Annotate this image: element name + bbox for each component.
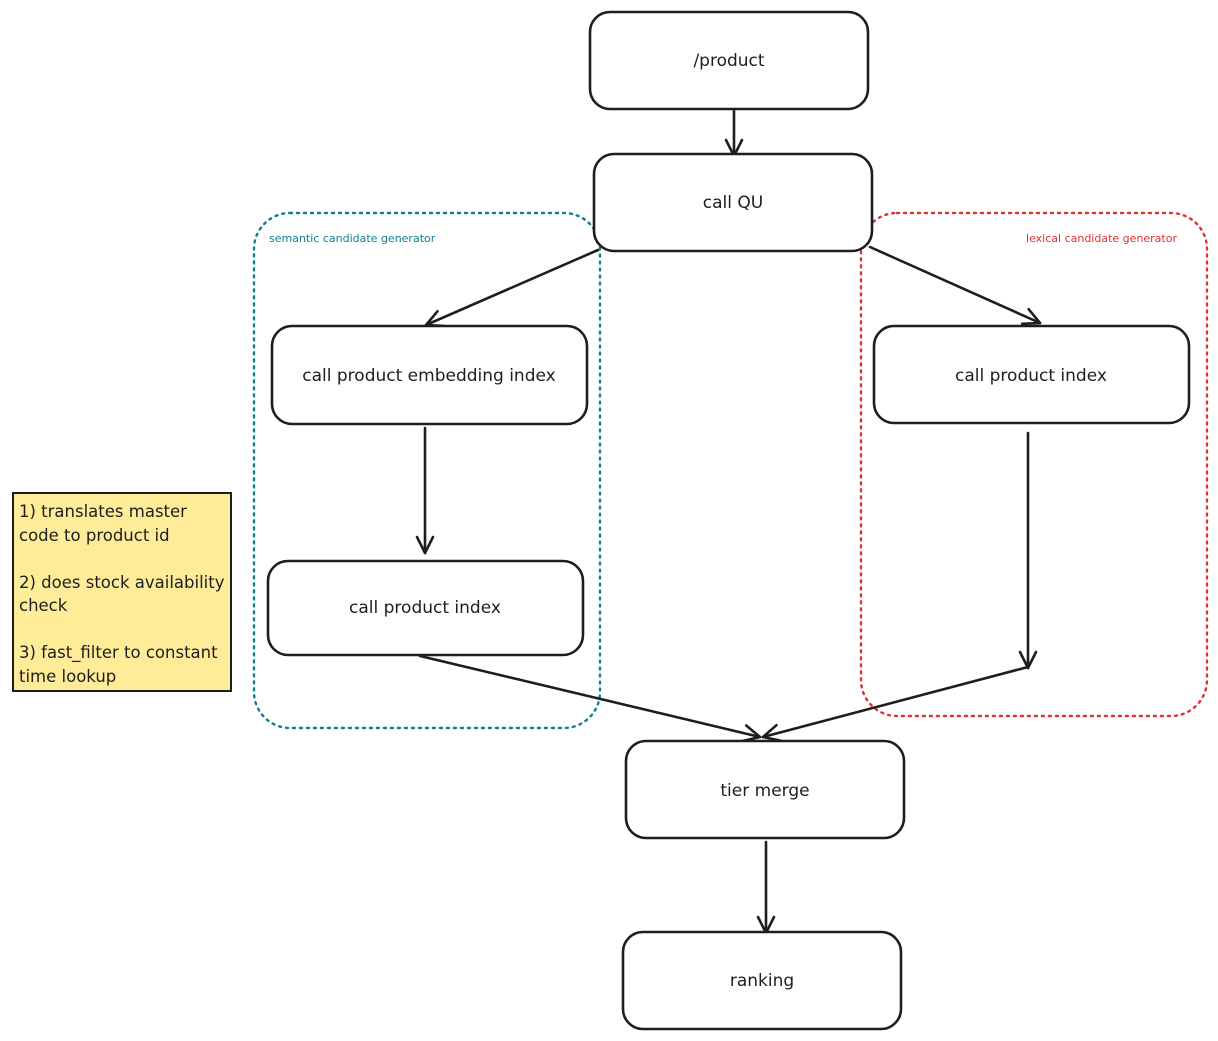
lexical-candidate-generator-group: lexical candidate generator bbox=[859, 211, 1209, 718]
edge-semantic-product-index-to-tier-merge bbox=[418, 654, 762, 743]
node-tier-merge-label: tier merge bbox=[720, 781, 809, 801]
node-call-qu[interactable]: call QU bbox=[592, 152, 874, 253]
edge-call-qu-to-embedding-index bbox=[424, 248, 600, 328]
edge-lexical-branch-to-tier-merge bbox=[761, 665, 1030, 742]
node-call-product-embedding-index[interactable]: call product embedding index bbox=[270, 324, 589, 426]
note-item-3: 3) fast_filter to constant time lookup bbox=[19, 643, 218, 686]
semantic-group-frame bbox=[252, 211, 602, 730]
node-lexical-call-product-index[interactable]: call product index bbox=[872, 324, 1191, 425]
edge-call-qu-to-lexical-product-index bbox=[868, 245, 1042, 326]
node-lexical-product-index-label: call product index bbox=[955, 366, 1107, 386]
node-call-qu-label: call QU bbox=[703, 193, 763, 213]
note-item-1: 1) translates master code to product id bbox=[19, 502, 187, 545]
node-product-label: /product bbox=[693, 51, 764, 71]
note-item-2: 2) does stock availability check bbox=[19, 572, 225, 616]
semantic-group-label: semantic candidate generator bbox=[269, 232, 436, 245]
node-tier-merge[interactable]: tier merge bbox=[624, 739, 906, 840]
node-ranking[interactable]: ranking bbox=[621, 930, 903, 1031]
node-semantic-product-index-label: call product index bbox=[349, 598, 501, 618]
node-ranking-label: ranking bbox=[730, 971, 794, 991]
node-product[interactable]: /product bbox=[588, 10, 870, 111]
semantic-candidate-generator-group: semantic candidate generator bbox=[252, 211, 602, 730]
edges bbox=[415, 107, 1042, 935]
node-semantic-call-product-index[interactable]: call product index bbox=[266, 559, 585, 657]
lexical-group-label: lexical candidate generator bbox=[1026, 232, 1177, 245]
node-embedding-index-label: call product embedding index bbox=[302, 366, 555, 386]
lexical-group-frame bbox=[859, 211, 1209, 718]
sticky-note[interactable]: 1) translates master code to product id … bbox=[12, 492, 232, 692]
